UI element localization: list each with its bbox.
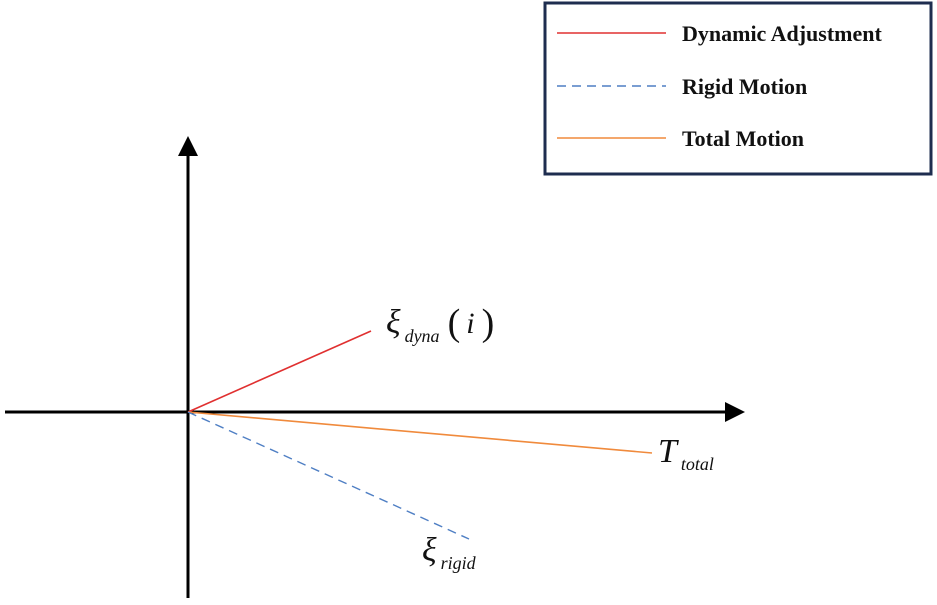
total-motion-vector <box>187 411 653 454</box>
legend-box <box>543 1 933 176</box>
dyna-subscript: dyna <box>405 326 440 346</box>
legend-item-dynamic-adjustment: Dynamic Adjustment <box>557 21 883 46</box>
legend-label-rigid-motion: Rigid Motion <box>682 74 807 99</box>
total-symbol: T <box>658 433 679 470</box>
dyna-vector-label: ξ dyna ( i ) <box>386 302 494 346</box>
rigid-subscript: rigid <box>441 553 477 573</box>
x-axis-arrowhead <box>725 402 745 422</box>
axes <box>5 136 745 598</box>
dyna-symbol: ξ <box>386 304 401 341</box>
legend-label-dynamic-adjustment: Dynamic Adjustment <box>682 21 883 46</box>
dyna-paren-close: ) <box>482 302 495 344</box>
rigid-vector-label: ξ rigid <box>422 532 477 573</box>
vectors <box>187 330 653 540</box>
total-subscript: total <box>681 454 714 474</box>
legend-label-total-motion: Total Motion <box>682 126 804 151</box>
rigid-symbol: ξ <box>422 532 437 569</box>
rigid-motion-vector <box>187 411 470 540</box>
legend-item-rigid-motion: Rigid Motion <box>557 74 807 99</box>
dyna-paren-open: ( <box>448 302 461 344</box>
dyna-argument: i <box>466 307 474 340</box>
legend: Dynamic Adjustment Rigid Motion Total Mo… <box>543 1 933 176</box>
legend-item-total-motion: Total Motion <box>557 126 804 151</box>
dynamic-adjustment-vector <box>187 330 372 413</box>
y-axis-arrowhead <box>178 136 198 156</box>
total-vector-label: T total <box>658 433 714 474</box>
